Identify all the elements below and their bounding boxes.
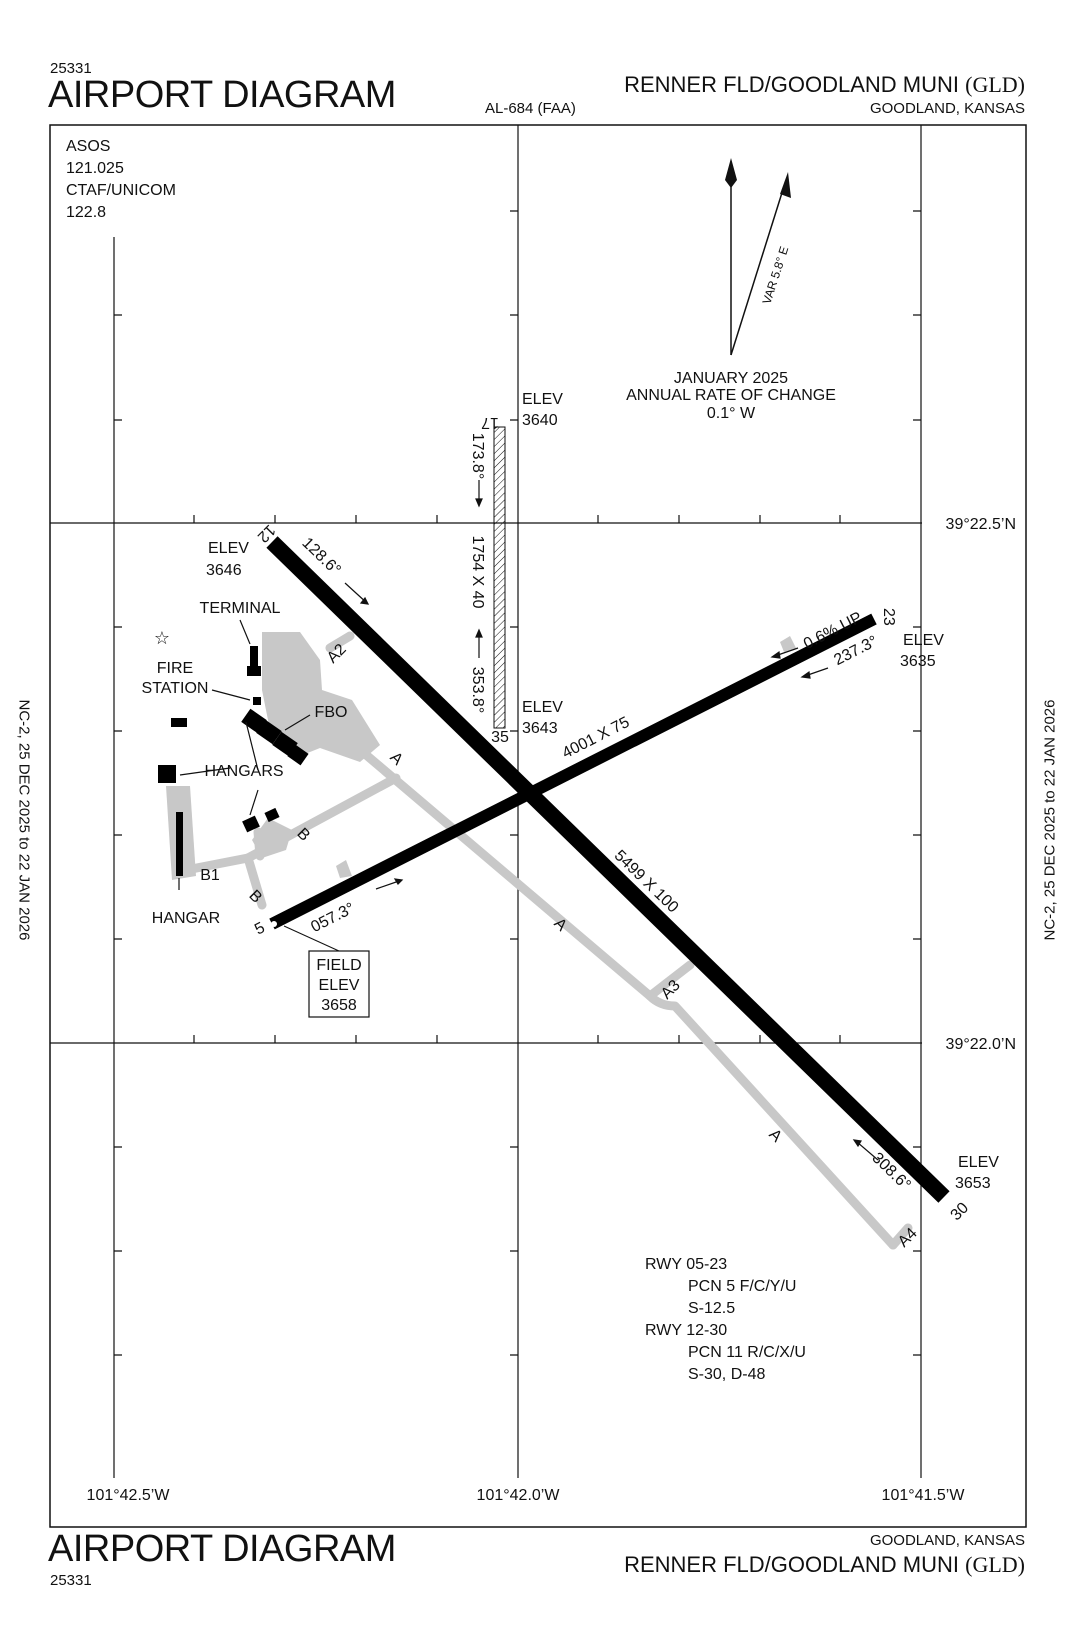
rwy1-strength: S-12.5: [688, 1300, 735, 1317]
north-arrow-true: [725, 158, 737, 355]
longitude-west-label: 101°42.5’W: [87, 1487, 171, 1504]
page-title-top: AIRPORT DIAGRAM: [48, 74, 396, 116]
north-arrow-magnetic: [730, 172, 791, 356]
annual-rate-value: 0.1° W: [707, 405, 756, 422]
field-elev-value: 3658: [321, 997, 357, 1014]
rwy2-label: RWY 12-30: [645, 1322, 727, 1339]
magnetic-date: JANUARY 2025: [674, 370, 788, 387]
runway-12-elev: 3646: [206, 562, 242, 579]
runway-30-elev: 3653: [955, 1175, 991, 1192]
airport-id-bottom: (GLD): [965, 1552, 1025, 1577]
rwy2-strength: S-30, D-48: [688, 1366, 765, 1383]
airport-name-text: RENNER FLD/GOODLAND MUNI: [624, 72, 959, 97]
buildings: [158, 646, 309, 876]
faa-number: AL-684 (FAA): [485, 100, 576, 117]
star-icon: ☆: [154, 628, 170, 648]
page-title-bottom: AIRPORT DIAGRAM: [48, 1528, 396, 1570]
runway-17-35: [493, 426, 506, 729]
taxiway-b1-label: B1: [200, 867, 220, 884]
field-elev-line1: FIELD: [316, 957, 361, 974]
location-top: GOODLAND, KANSAS: [869, 100, 1025, 117]
airport-name-top: RENNER FLD/GOODLAND MUNI (GLD): [624, 72, 1025, 98]
fire-station-label-2: STATION: [142, 680, 209, 697]
hangar-small-1: [242, 815, 260, 833]
taxiway-a-label-1: A: [386, 749, 406, 769]
field-elev-leader: [283, 925, 340, 952]
rwy1-label: RWY 05-23: [645, 1256, 727, 1273]
taxiway-a4: [888, 1223, 913, 1250]
runway-17-elev: 3640: [522, 412, 558, 429]
fbo-hangar-2: [256, 719, 282, 745]
runway-end-17: 17: [481, 414, 499, 431]
hangar-small-2: [264, 807, 280, 823]
graticule: [50, 125, 922, 1478]
procedure-number-top: 25331: [50, 60, 92, 77]
runway-35-heading: 353.8°: [469, 667, 486, 713]
hangar-label: HANGAR: [152, 910, 220, 927]
longitude-east-label: 101°41.5’W: [882, 1487, 966, 1504]
runway-23-apron: [780, 636, 796, 652]
variation-label: VAR 5.8° E: [760, 245, 792, 306]
runway-23-elev: 3635: [900, 653, 936, 670]
runway-17-35-dimensions: 1754 X 40: [469, 536, 486, 609]
fbo-hangar-3: [272, 731, 298, 757]
runway-12-elev-label: ELEV: [208, 540, 249, 557]
latitude-south-label: 39°22.0’N: [946, 1036, 1016, 1053]
hangar-building-long: [176, 812, 183, 876]
small-apron: [336, 860, 352, 878]
leader-lines: [178, 619, 311, 890]
fire-station-building: [253, 697, 261, 705]
hangars-label: HANGARS: [204, 763, 283, 780]
field-elev-box: [308, 950, 370, 1018]
runway-17-elev-label: ELEV: [522, 391, 563, 408]
rwy1-pcn: PCN 5 F/C/Y/U: [688, 1278, 796, 1295]
runway-30-elev-label: ELEV: [958, 1154, 999, 1171]
runway-17-heading: 173.8°: [469, 433, 486, 479]
fbo-label: FBO: [315, 704, 348, 721]
heading-arrows: [344, 480, 879, 1161]
terminal-building: [250, 646, 258, 670]
airport-name-bottom: RENNER FLD/GOODLAND MUNI (GLD): [624, 1552, 1025, 1578]
hangar-building-west: [158, 765, 176, 783]
airport-name-text-bottom: RENNER FLD/GOODLAND MUNI: [624, 1552, 959, 1577]
asos-label: ASOS: [66, 138, 110, 155]
terminal-building-base: [247, 666, 261, 676]
taxiway-a4-label: A4: [895, 1225, 921, 1251]
terminal-label: TERMINAL: [200, 600, 281, 617]
runway-end-35: 35: [491, 729, 509, 746]
diagram-frame: [49, 124, 1027, 1528]
taxiway-a3: [645, 960, 695, 1001]
annual-rate-label: ANNUAL RATE OF CHANGE: [626, 387, 836, 404]
rwy2-pcn: PCN 11 R/C/X/U: [688, 1344, 806, 1361]
asos-frequency: 121.025: [66, 160, 124, 177]
ctaf-frequency: 122.8: [66, 204, 106, 221]
ctaf-label: CTAF/UNICOM: [66, 182, 176, 199]
procedure-number-bottom: 25331: [50, 1572, 92, 1589]
runway-5-threshold-marker: [271, 921, 277, 927]
main-apron: [262, 632, 380, 762]
runway-end-30: 30: [948, 1199, 973, 1224]
taxiway-a2: [325, 631, 355, 653]
location-bottom: GOODLAND, KANSAS: [869, 1532, 1025, 1549]
fire-station-label-1: FIRE: [157, 660, 193, 677]
runway-05-23: [269, 613, 877, 930]
runway-35-elev-label: ELEV: [522, 699, 563, 716]
hangar-building-small: [171, 718, 187, 727]
runway-23-elev-label: ELEV: [903, 632, 944, 649]
longitude-mid-label: 101°42.0’W: [477, 1487, 561, 1504]
hangar-apron: [252, 818, 292, 858]
latitude-north-label: 39°22.5’N: [946, 516, 1016, 533]
field-elev-line2: ELEV: [319, 977, 360, 994]
runway-35-elev: 3643: [522, 720, 558, 737]
fbo-hangar-4: [287, 744, 309, 766]
runway-end-5: 5: [252, 919, 268, 938]
taxiway-a: [353, 743, 898, 1250]
runway-12-30: [266, 536, 950, 1203]
airport-id: (GLD): [965, 72, 1025, 97]
runway-end-23: 23: [880, 608, 897, 626]
